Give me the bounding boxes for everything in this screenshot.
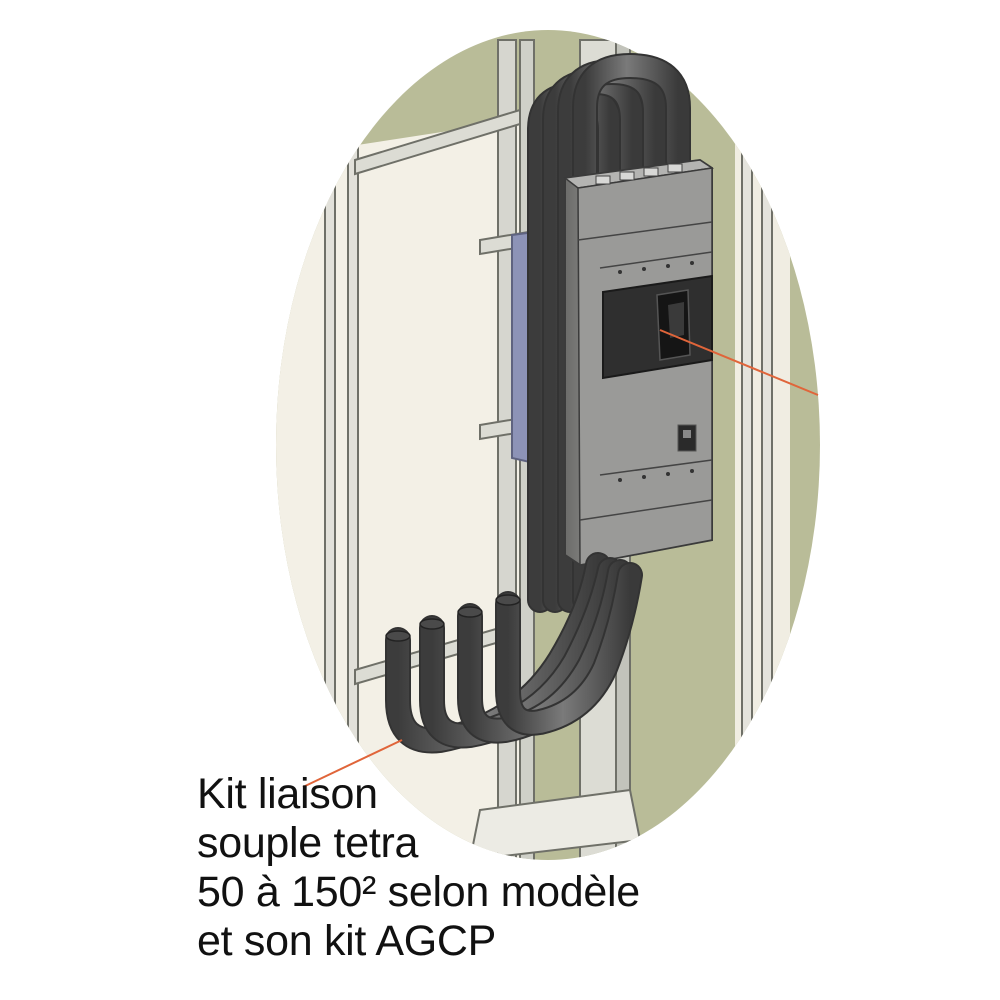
flexible-cables <box>385 552 643 754</box>
top-cables <box>527 52 691 613</box>
leader-line-breaker <box>659 329 819 396</box>
caption-text: Kit liaison souple tetra 50 à 150² selon… <box>197 770 640 966</box>
breaker-front-face <box>602 274 713 380</box>
caption-line: Kit liaison <box>197 770 378 818</box>
cabinet-panel <box>276 120 520 860</box>
caption-line: souple tetra <box>197 819 419 867</box>
caption-line: 50 à 150² selon modèle <box>197 868 640 916</box>
leader-line-cables <box>302 739 403 788</box>
circuit-breaker <box>563 158 715 567</box>
caption-line: et son kit AGCP <box>197 917 497 965</box>
